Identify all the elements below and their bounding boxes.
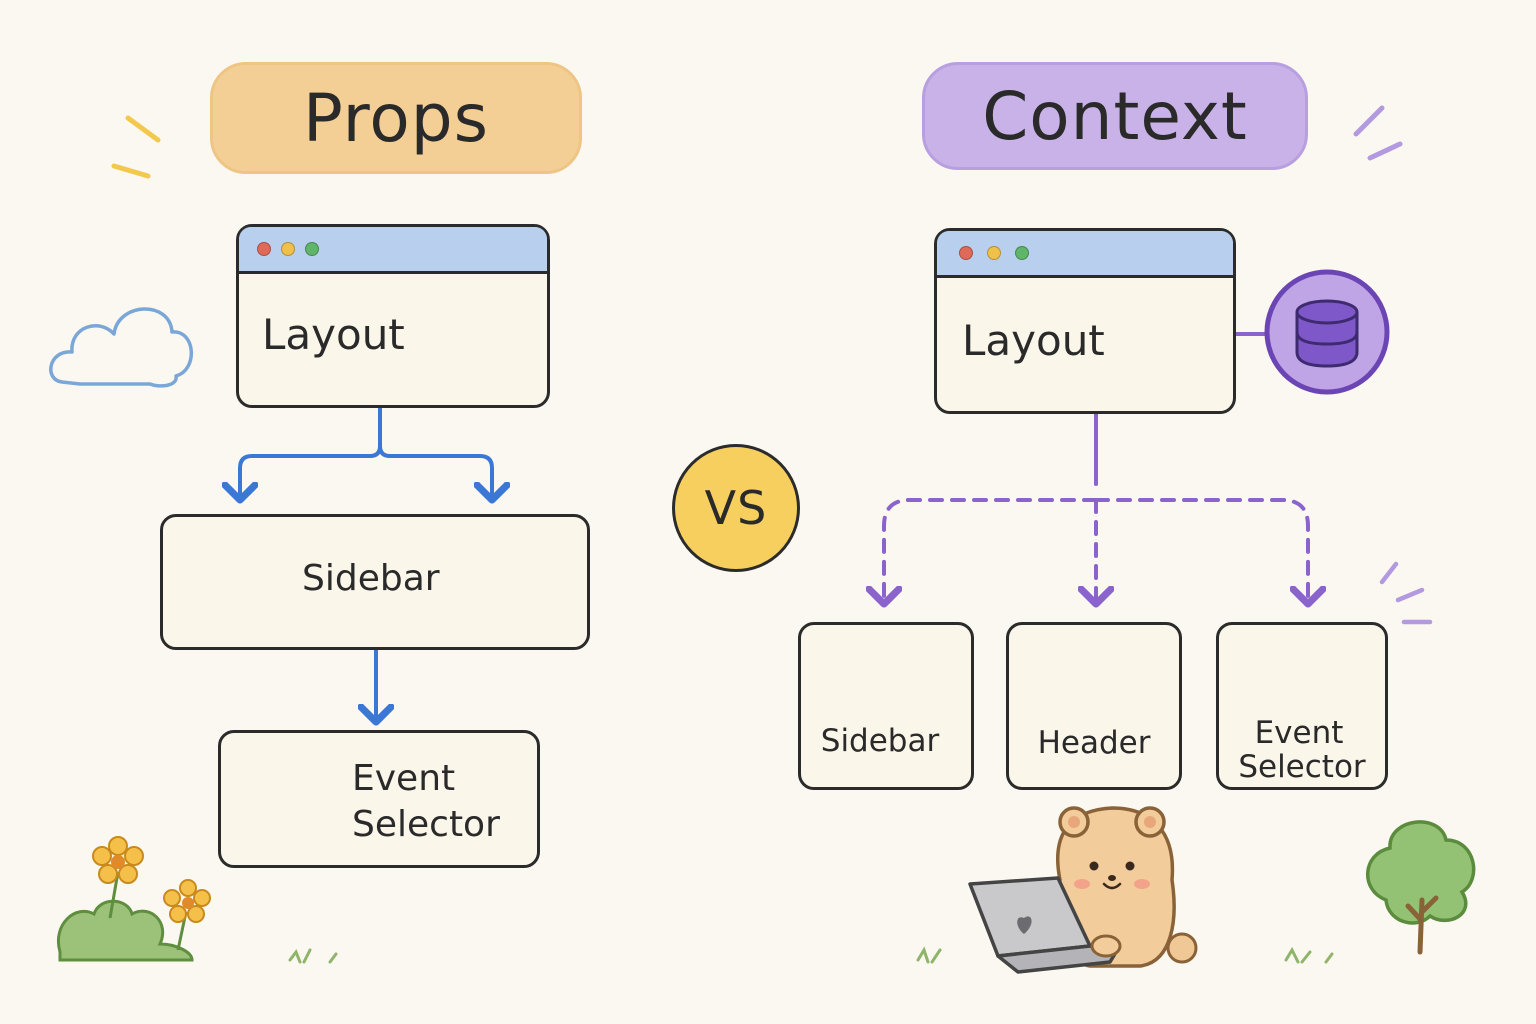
context-layout-card	[934, 228, 1236, 414]
context-event-selector-card	[1216, 622, 1388, 790]
props-sidebar-label: Sidebar	[302, 558, 440, 599]
tree-icon	[1366, 820, 1476, 955]
context-title: Context	[922, 62, 1308, 170]
sparkle-marks-left	[111, 115, 161, 179]
window-close-dot	[257, 242, 271, 256]
laptop-icon	[968, 876, 1118, 974]
props-event-selector-label-line1: Event	[352, 758, 456, 799]
window-title-bar	[937, 231, 1233, 278]
window-minimize-dot	[987, 246, 1001, 260]
window-title-bar	[239, 227, 547, 274]
props-layout-label: Layout	[262, 310, 405, 359]
sparkle-marks-right	[1353, 105, 1403, 161]
props-layout-card	[236, 224, 550, 408]
context-sidebar-card	[798, 622, 974, 790]
vs-badge: VS	[672, 444, 800, 572]
props-connectors	[240, 406, 492, 722]
props-event-selector-label-line2: Selector	[352, 804, 500, 845]
context-event-selector-label-line2: Selector	[1238, 749, 1366, 785]
sparkle-marks-right-lower	[1379, 561, 1433, 625]
context-sidebar-label: Sidebar	[820, 723, 940, 759]
context-header-card	[1006, 622, 1182, 790]
grass-tufts	[288, 946, 1334, 964]
cloud-icon	[49, 307, 193, 388]
props-sidebar-card	[160, 514, 590, 650]
bear-illustration	[968, 806, 1198, 974]
context-layout-label: Layout	[962, 316, 1105, 365]
database-icon	[1264, 269, 1390, 395]
window-close-dot	[959, 246, 973, 260]
window-maximize-dot	[1015, 246, 1029, 260]
context-header-label: Header	[1037, 725, 1151, 761]
window-minimize-dot	[281, 242, 295, 256]
context-connectors	[884, 332, 1308, 604]
context-event-selector-label-line1: Event	[1254, 715, 1344, 751]
props-event-selector-card	[218, 730, 540, 868]
flower-icon	[56, 836, 211, 962]
window-maximize-dot	[305, 242, 319, 256]
props-title: Props	[210, 62, 582, 174]
heart-icon	[1017, 916, 1032, 934]
